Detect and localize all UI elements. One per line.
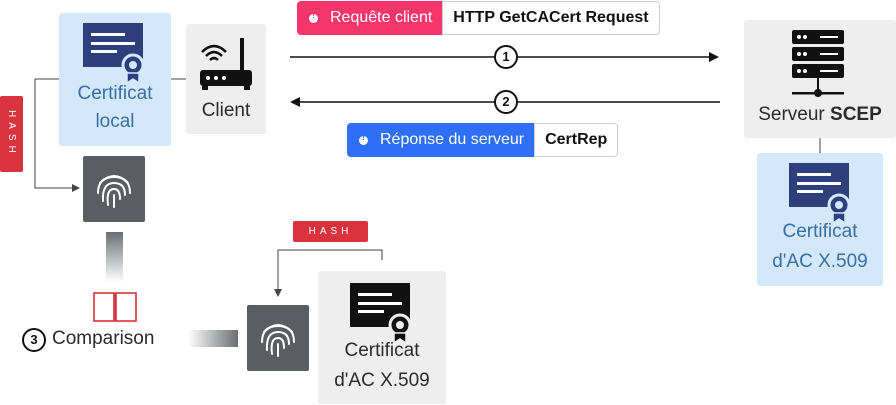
fade-bar-vertical xyxy=(106,232,123,282)
fingerprint-box-bottom xyxy=(247,305,309,371)
hash-vertical-label: HASH xyxy=(6,110,17,158)
local-certificate-box: Certificat local xyxy=(59,13,171,146)
hash-bottom-path xyxy=(277,249,383,290)
server-label: Serveur SCEP xyxy=(744,102,896,128)
comparison-label: Comparison xyxy=(52,328,155,349)
request-value: HTTP GetCACert Request xyxy=(442,1,660,35)
info-icon xyxy=(309,11,318,23)
hash-left-path xyxy=(34,78,73,189)
router-icon xyxy=(200,38,252,90)
certificate-icon xyxy=(83,23,145,83)
server-label-prefix: Serveur xyxy=(758,104,831,125)
response-arrowhead xyxy=(290,97,300,107)
client-box: Client xyxy=(186,24,266,134)
request-pill: Requête client HTTP GetCACert Request xyxy=(297,1,660,35)
hash-bottom-arrowhead xyxy=(274,289,282,297)
response-value: CertRep xyxy=(534,123,619,157)
hash-badge-horizontal: HASH xyxy=(293,221,368,242)
fingerprint-box-left xyxy=(83,156,145,222)
bottom-cert-line1: Certificat xyxy=(344,340,420,361)
request-tag-label: Requête client xyxy=(330,9,433,26)
fade-bar-horizontal xyxy=(188,330,238,347)
step-3-badge: 3 xyxy=(22,328,46,352)
server-label-name: SCEP xyxy=(830,104,882,125)
response-tag: Réponse du serveur xyxy=(347,123,535,157)
hash-badge-vertical: HASH xyxy=(0,96,23,172)
server-icon xyxy=(792,30,844,97)
server-cert-line2: d'AC X.509 xyxy=(772,251,868,272)
response-tag-label: Réponse du serveur xyxy=(380,131,525,148)
response-pill: Réponse du serveur CertRep xyxy=(347,123,619,157)
client-label: Client xyxy=(201,100,251,121)
request-arrowhead xyxy=(709,52,719,62)
server-box: Serveur SCEP xyxy=(744,20,896,138)
info-icon xyxy=(359,133,368,145)
local-cert-line1: Certificat xyxy=(77,83,153,104)
server-ca-certificate-box: Certificat d'AC X.509 xyxy=(757,153,883,286)
server-cert-line1: Certificat xyxy=(782,221,858,242)
book-icon xyxy=(93,292,137,322)
hash-left-arrowhead xyxy=(72,184,80,192)
certificate-icon xyxy=(350,283,412,343)
certificate-icon xyxy=(789,163,851,223)
step-2-badge: 2 xyxy=(494,90,518,114)
bottom-ca-certificate-box: Certificat d'AC X.509 xyxy=(318,271,446,404)
hash-horizontal-label: HASH xyxy=(308,226,353,237)
step-1-badge: 1 xyxy=(494,45,518,69)
fingerprint-icon xyxy=(261,324,295,357)
fingerprint-icon xyxy=(97,175,131,208)
bottom-cert-line2: d'AC X.509 xyxy=(334,370,430,391)
request-tag: Requête client xyxy=(297,1,443,35)
local-cert-line2: local xyxy=(95,111,135,132)
